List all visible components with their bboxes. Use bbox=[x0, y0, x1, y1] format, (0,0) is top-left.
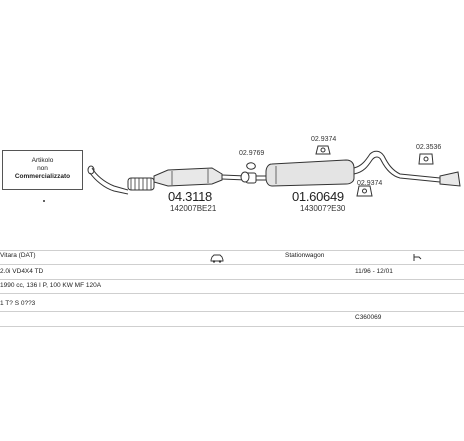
vehicle-period: 11/96 - 12/01 bbox=[355, 268, 393, 275]
note-line-1: Artikolo bbox=[31, 157, 54, 164]
clamp-rear bbox=[240, 171, 250, 183]
marker-dot bbox=[43, 200, 45, 202]
vehicle-specs: 1990 cc, 136 I P, 100 KW MF 120A bbox=[0, 282, 102, 289]
table-top-divider bbox=[0, 250, 464, 251]
catalog-code: C360069 bbox=[355, 314, 382, 321]
center-muffler bbox=[265, 159, 355, 187]
vehicle-body: Stationwagon bbox=[285, 252, 325, 259]
divider-2 bbox=[0, 279, 464, 280]
vehicle-engine: 2.0i VD4X4 TD bbox=[0, 268, 44, 275]
clamp-02-9769 bbox=[246, 162, 256, 170]
vehicle-model: Vitara (DAT) bbox=[0, 252, 36, 259]
part-number-catalyst[interactable]: 04.3118 bbox=[168, 189, 212, 204]
accessory-number-2[interactable]: 02.9374 bbox=[311, 136, 337, 143]
catalytic-converter bbox=[153, 167, 223, 187]
bracket-icon bbox=[412, 253, 422, 264]
divider-3 bbox=[0, 293, 464, 294]
part-number-muffler[interactable]: 01.60649 bbox=[292, 189, 344, 204]
front-pipe bbox=[87, 165, 129, 195]
table-bottom-divider bbox=[0, 326, 464, 327]
accessory-number-1[interactable]: 02.9769 bbox=[239, 150, 265, 157]
not-commercialized-note: Artikolo non Commercializzato bbox=[2, 150, 83, 190]
note-line-3: Commercializzato bbox=[14, 173, 71, 180]
accessory-number-3[interactable]: 02.9374 bbox=[357, 180, 383, 187]
accessory-number-4[interactable]: 02.3536 bbox=[416, 144, 442, 151]
oem-number-catalyst: 142007BE21 bbox=[170, 204, 217, 213]
hanger-02-9374-top bbox=[315, 145, 331, 155]
rear-pipe bbox=[353, 150, 461, 187]
oem-number-muffler: 143007?E30 bbox=[300, 204, 346, 213]
car-icon bbox=[210, 254, 224, 265]
divider-1 bbox=[0, 264, 464, 265]
hanger-02-3536 bbox=[418, 153, 434, 165]
flex-pipe bbox=[127, 177, 155, 191]
vehicle-engine-code: 1 T? S 0??3 bbox=[0, 300, 36, 307]
divider-4 bbox=[0, 311, 464, 312]
hanger-02-9374-low bbox=[356, 185, 373, 197]
note-line-2: non bbox=[37, 165, 48, 172]
